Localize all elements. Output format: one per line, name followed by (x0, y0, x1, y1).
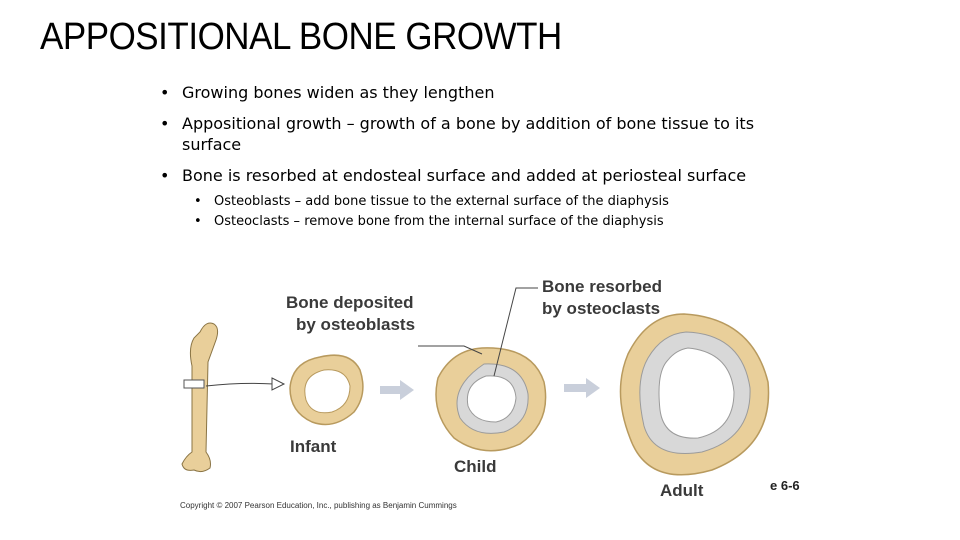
sub-bullet-item: • Osteoblasts – add bone tissue to the e… (194, 192, 800, 212)
bullet-dot: • (194, 212, 214, 232)
label-child: Child (454, 457, 497, 476)
sub-bullet-text: Osteoclasts – remove bone from the inter… (214, 212, 664, 232)
sub-bullet-item: • Osteoclasts – remove bone from the int… (194, 212, 800, 232)
bullet-item: • Growing bones widen as they lengthen (160, 82, 800, 103)
bone-growth-figure: Infant Child Adult Bone deposited by ost… (172, 262, 812, 522)
bullet-dot: • (160, 82, 182, 103)
bullet-text: Bone is resorbed at endosteal surface an… (182, 165, 746, 186)
label-deposited-1: Bone deposited (286, 293, 414, 312)
bullet-text: Growing bones widen as they lengthen (182, 82, 494, 103)
label-resorbed-2: by osteoclasts (542, 299, 660, 318)
femur-illustration (182, 323, 218, 472)
curved-arrow (206, 383, 274, 386)
bullet-item: • Bone is resorbed at endosteal surface … (160, 165, 800, 186)
bullet-item: • Appositional growth – growth of a bone… (160, 113, 800, 155)
bullet-dot: • (160, 113, 182, 155)
progress-arrow-icon (564, 378, 600, 398)
label-infant: Infant (290, 437, 337, 456)
progress-arrow-icon (380, 380, 414, 400)
label-adult: Adult (660, 481, 704, 500)
copyright-text: Copyright © 2007 Pearson Education, Inc.… (180, 501, 457, 510)
label-deposited-2: by osteoblasts (296, 315, 415, 334)
label-resorbed-1: Bone resorbed (542, 277, 662, 296)
bullet-list: • Growing bones widen as they lengthen •… (160, 82, 800, 232)
arrow-head-icon (272, 378, 284, 390)
figure-number: e 6-6 (770, 478, 800, 493)
bone-diagram: Infant Child Adult Bone deposited by ost… (172, 262, 812, 522)
bullet-text: Appositional growth – growth of a bone b… (182, 113, 800, 155)
bullet-dot: • (160, 165, 182, 186)
adult-bone-section (620, 314, 768, 475)
sub-bullet-text: Osteoblasts – add bone tissue to the ext… (214, 192, 669, 212)
sub-bullet-list: • Osteoblasts – add bone tissue to the e… (160, 192, 800, 232)
slide-title: APPOSITIONAL BONE GROWTH (40, 16, 562, 59)
bullet-dot: • (194, 192, 214, 212)
child-bone-section (436, 348, 546, 451)
infant-bone-section (290, 355, 363, 424)
